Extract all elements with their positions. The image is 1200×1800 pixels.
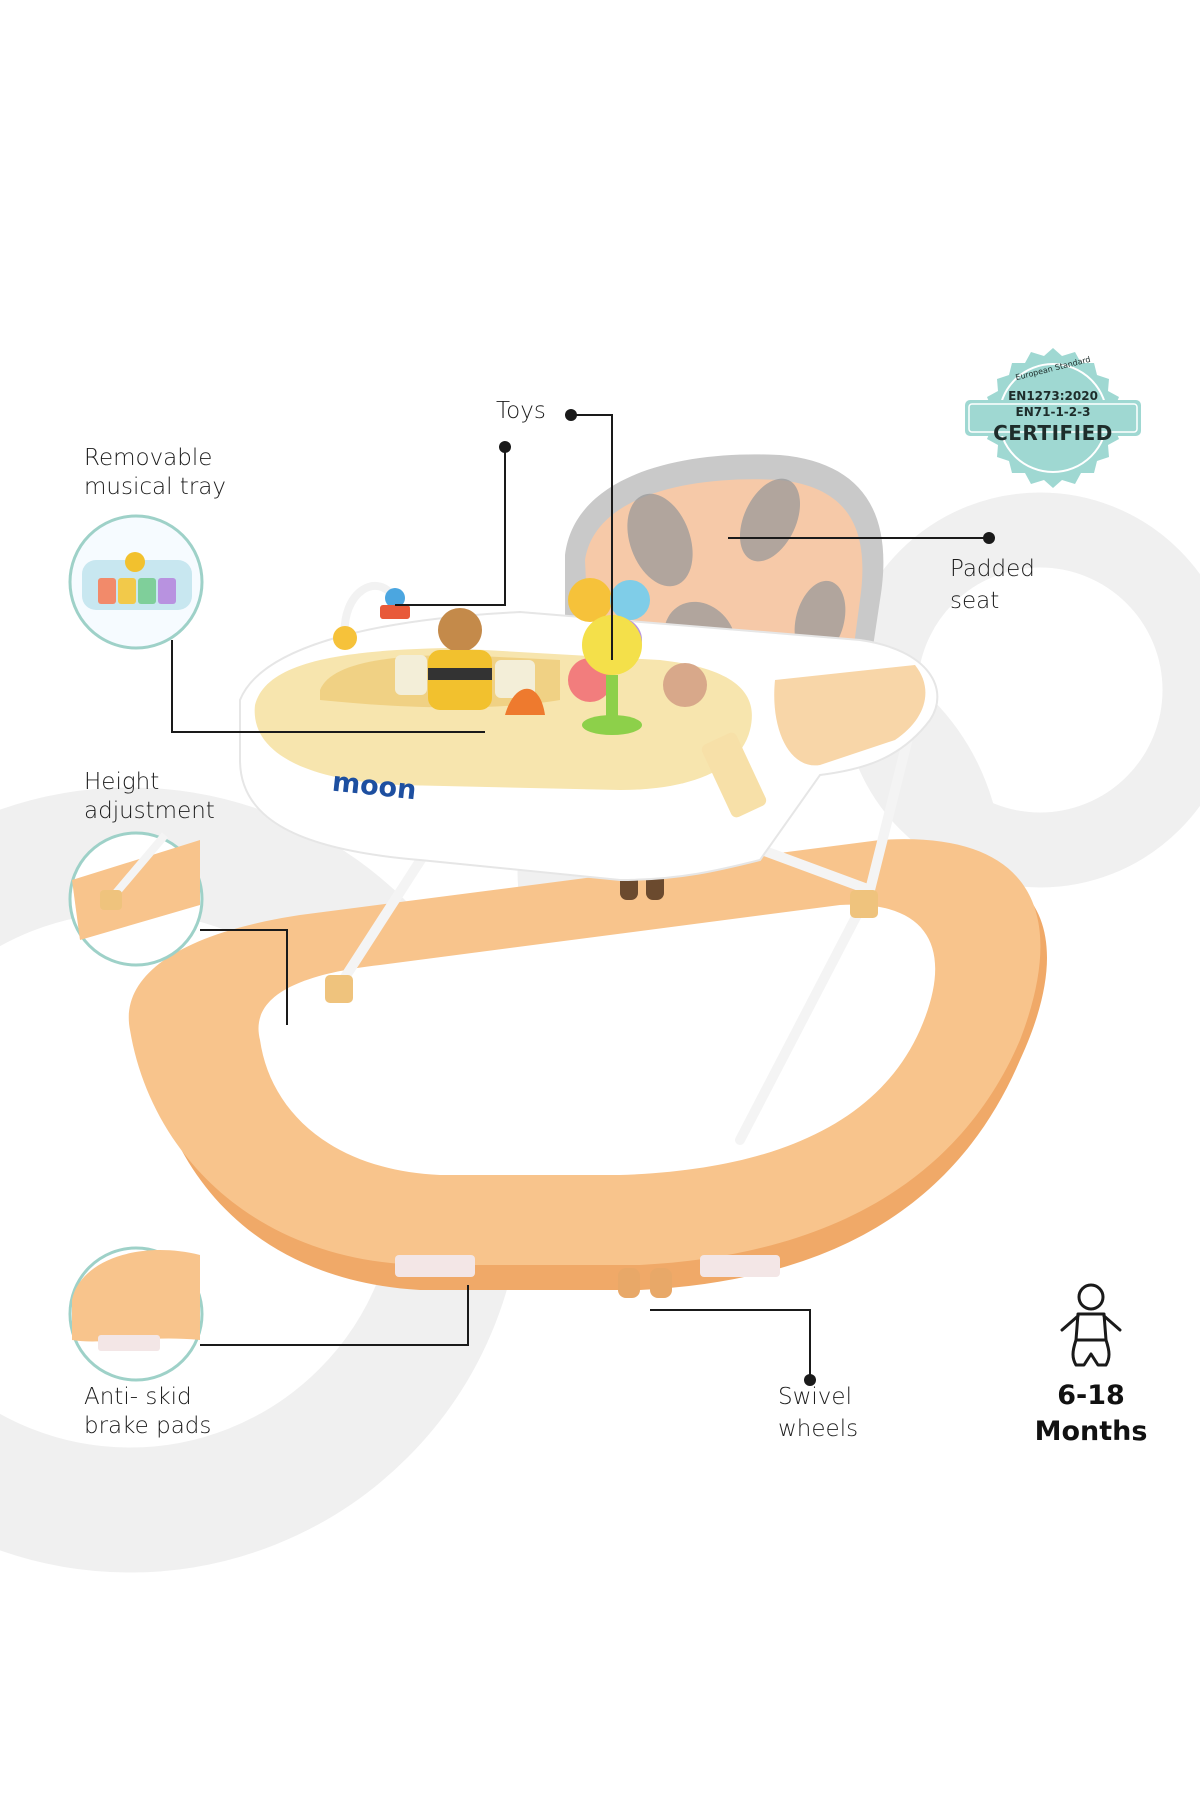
toys-label: Toys [496,398,546,424]
height-label-line1: Height [84,769,160,795]
tray-label-line2: musical tray [84,474,226,500]
wheels-label: Swivel wheels [778,1381,858,1445]
wheels-line [650,1309,811,1378]
height-label: Height adjustment [84,768,215,826]
brake-label-line2: brake pads [84,1413,212,1439]
brake-line [200,1285,469,1346]
seat-label-line2: seat [950,588,1000,614]
tray-label-line1: Removable [84,445,213,471]
tray-line [171,640,485,733]
badge-certified: CERTIFIED [993,421,1113,445]
toys-line [571,414,613,660]
brake-label: Anti- skid brake pads [84,1383,211,1441]
wheels-label-line2: wheels [778,1416,859,1442]
badge-line1: EN1273:2020 [1008,389,1098,403]
age-unit: Months [1034,1416,1148,1447]
height-label-line2: adjustment [84,798,215,824]
brake-pad [395,1255,475,1277]
wheels-label-line1: Swivel [778,1384,852,1410]
tray-label: Removable musical tray [84,444,226,502]
tray-toy-line [395,448,506,606]
tray-toys [333,578,707,735]
seat-label: Padded seat [950,553,1035,617]
seat-label-line1: Padded [950,556,1035,582]
badge-line2: EN71-1-2-3 [1015,405,1091,419]
age-range: 6-18 [1057,1380,1125,1411]
brake-pad [700,1255,780,1277]
brake-label-line1: Anti- skid [84,1384,192,1410]
height-line [200,929,288,1025]
